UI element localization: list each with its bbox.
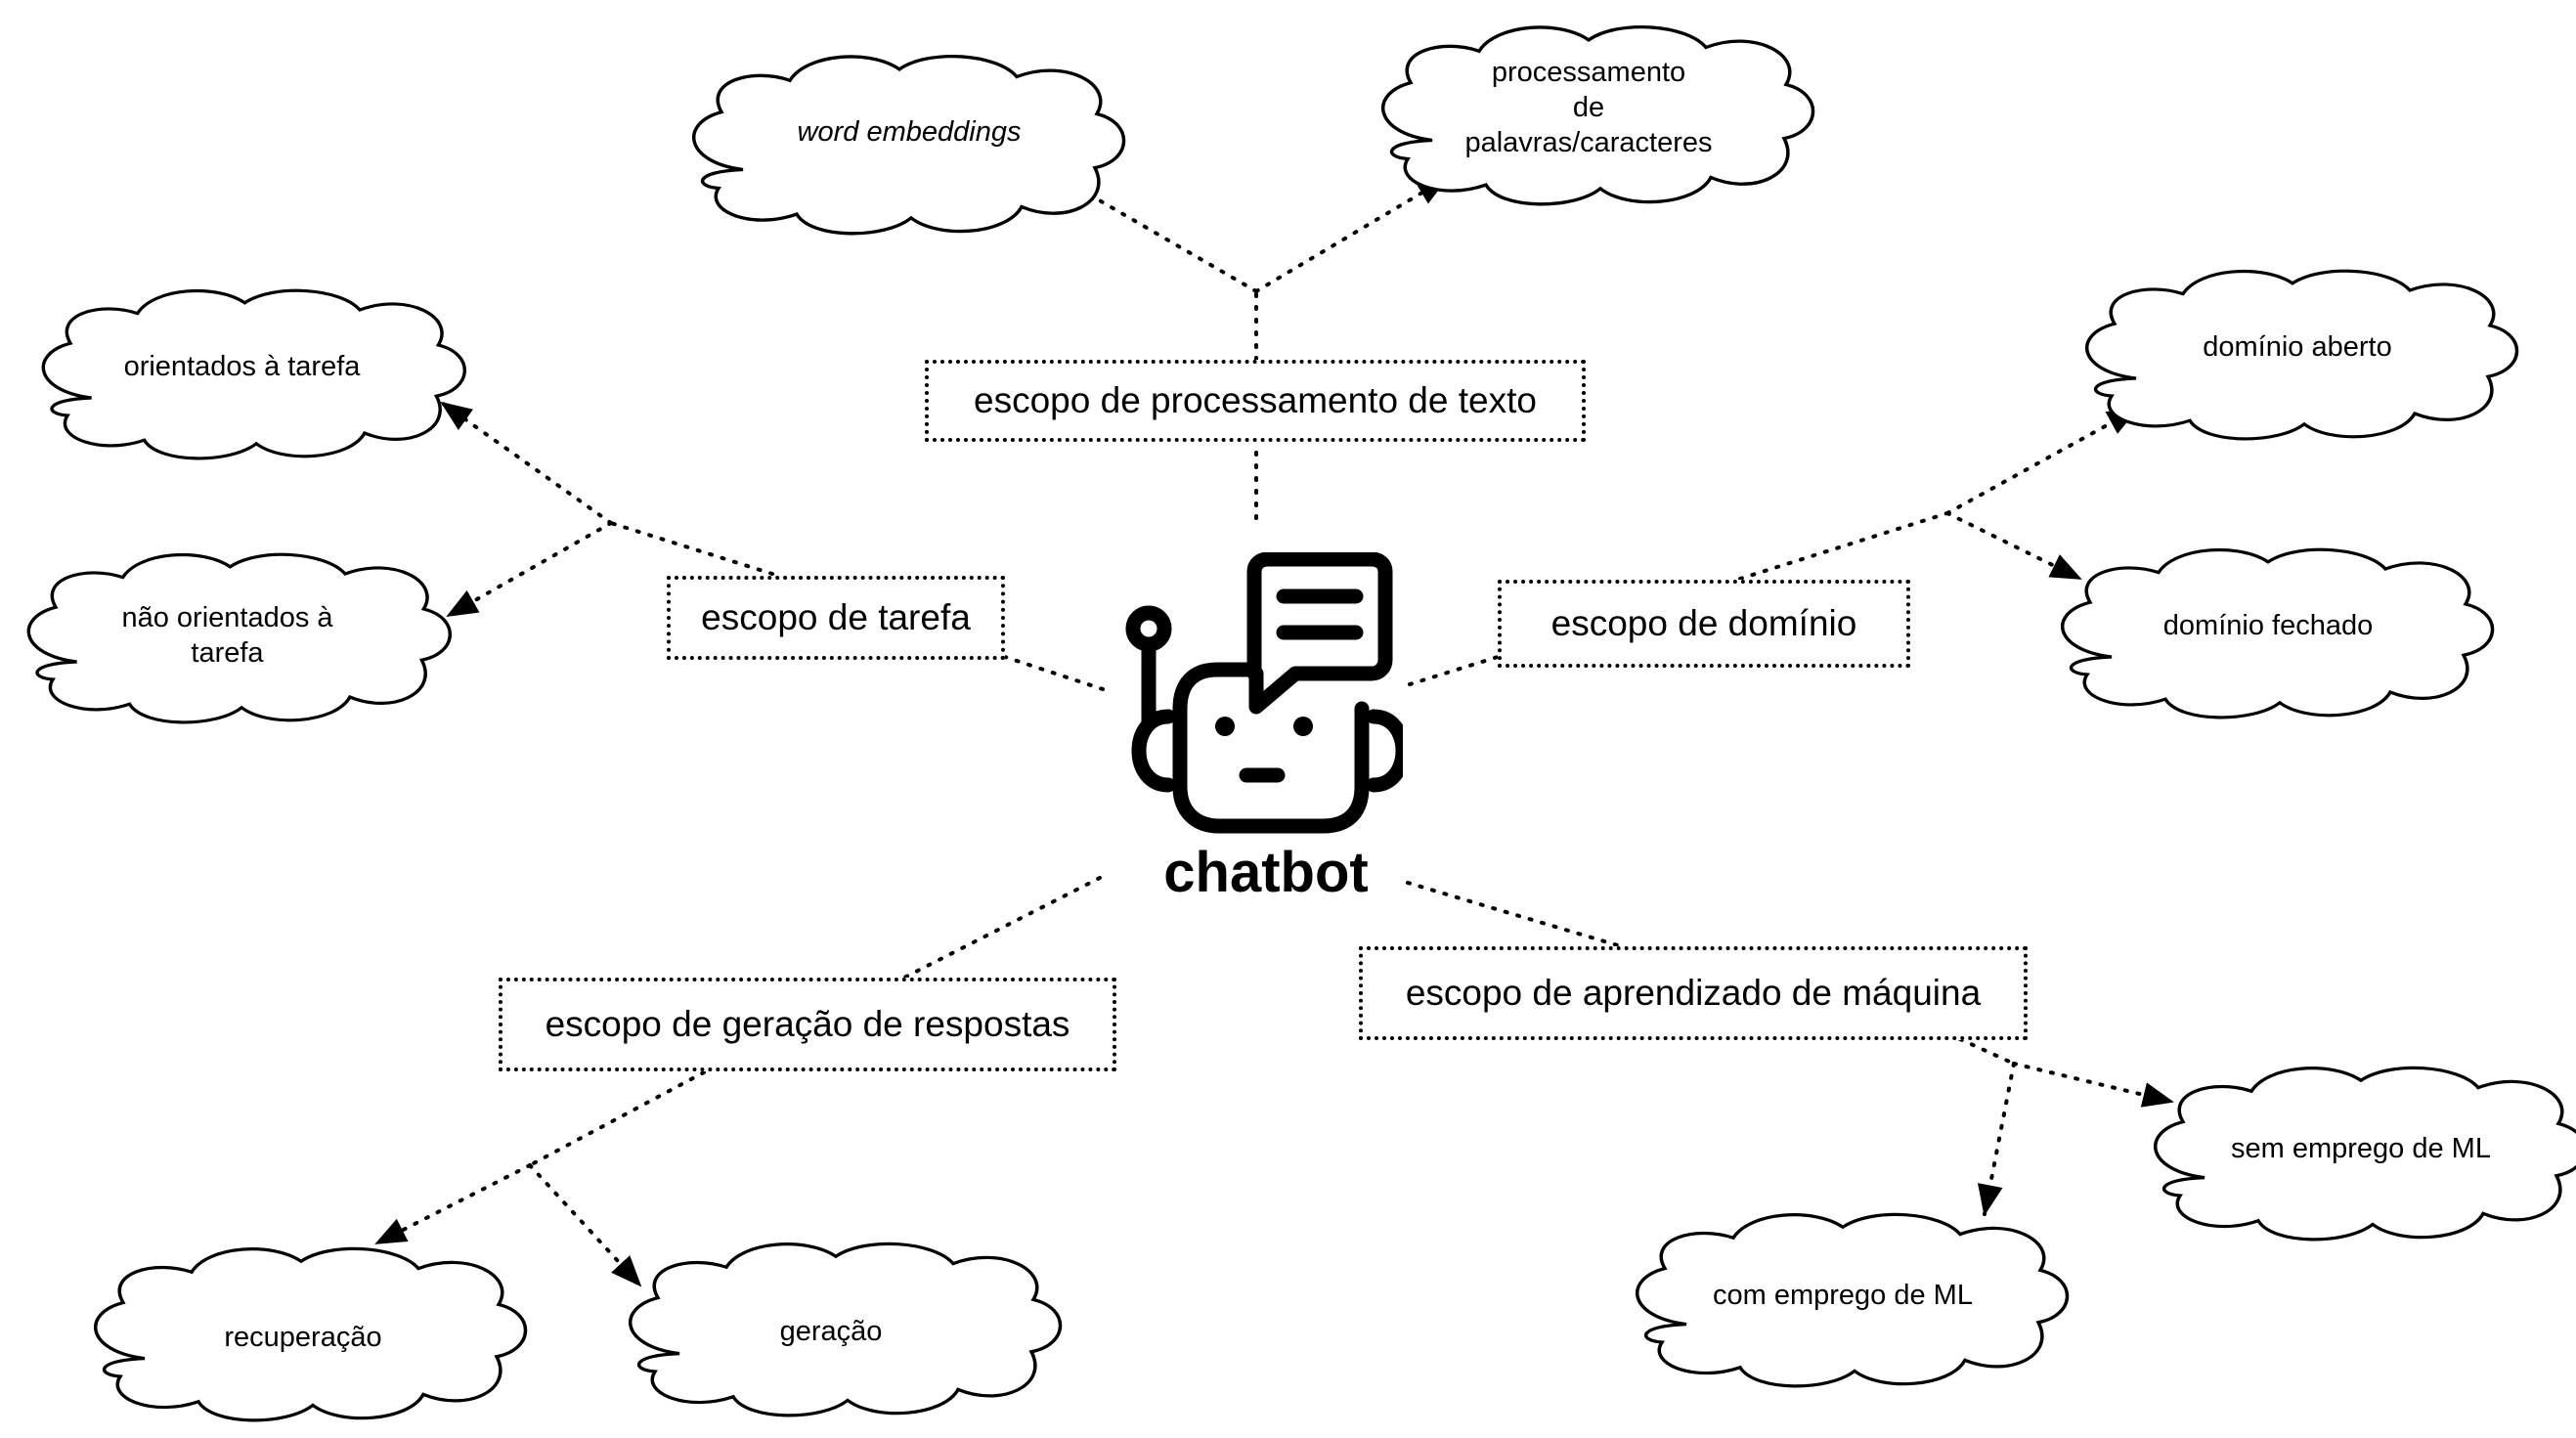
cloud-label-retrieval: recuperação	[224, 1322, 382, 1353]
cloud-label-with-ml: com emprego de ML	[1713, 1280, 1973, 1311]
cloud-label-non-task-oriented: não orientados à tarefa	[121, 602, 333, 669]
cloud-label-word-embeddings: word embeddings	[797, 116, 1022, 148]
left-ear	[1131, 709, 1176, 793]
scope-label-task: escopo de tarefa	[701, 597, 971, 637]
scope-label-text-processing: escopo de processamento de texto	[974, 380, 1537, 420]
arrow-to-with-ml	[1977, 1062, 2016, 1216]
arrow-to-without-ml	[2012, 1062, 2174, 1108]
right-eye	[1293, 717, 1313, 736]
arrow-to-generation	[528, 1163, 642, 1287]
scope-label-response-generation: escopo de geração de respostas	[545, 1004, 1070, 1044]
arrow-to-char-processing	[1254, 176, 1449, 293]
connector-domain-scope-stem	[1738, 511, 1949, 581]
chatbot-robot-icon	[1125, 552, 1403, 834]
connector-chatbot-to-ml-scope	[1406, 881, 1623, 948]
scope-box-domain: escopo de domínio	[1498, 580, 1910, 668]
left-eye	[1215, 717, 1235, 736]
arrow-to-closed-domain	[1945, 511, 2082, 581]
robot-head	[1172, 662, 1370, 834]
scope-box-task: escopo de tarefa	[667, 576, 1005, 660]
cloud-label-char-processing: processamento de palavras/caracteres	[1464, 57, 1713, 158]
cloud-label-without-ml: sem emprego de ML	[2231, 1133, 2491, 1164]
central-label: chatbot	[1163, 840, 1369, 904]
connector-chatbot-to-task-scope	[1003, 655, 1105, 691]
scope-box-text-processing: escopo de processamento de texto	[925, 360, 1586, 442]
speech-bubble	[1246, 552, 1393, 715]
cloud-label-open-domain: domínio aberto	[2203, 331, 2392, 363]
connector-task-scope-stem	[609, 521, 774, 576]
cloud-label-task-oriented: orientados à tarefa	[123, 351, 361, 382]
cloud-label-closed-domain: domínio fechado	[2162, 610, 2374, 641]
connector-chatbot-to-response-scope	[902, 876, 1102, 980]
connector-ml-scope-stem	[1958, 1037, 2016, 1066]
arrow-to-retrieval	[374, 1163, 532, 1245]
connector-response-scope-stem	[528, 1070, 706, 1167]
arrow-to-word-embeddings	[1059, 176, 1258, 293]
arrow-to-open-domain	[1945, 407, 2139, 515]
arrow-to-task-oriented	[440, 401, 613, 525]
cloud-label-generation: geração	[779, 1316, 883, 1347]
scope-label-domain: escopo de domínio	[1550, 603, 1857, 643]
scope-box-machine-learning: escopo de aprendizado de máquina	[1359, 946, 2028, 1040]
connector-chatbot-to-domain-scope	[1408, 655, 1500, 686]
scope-label-machine-learning: escopo de aprendizado de máquina	[1405, 973, 1982, 1013]
right-ear	[1366, 709, 1403, 793]
scope-box-response-generation: escopo de geração de respostas	[499, 978, 1116, 1071]
